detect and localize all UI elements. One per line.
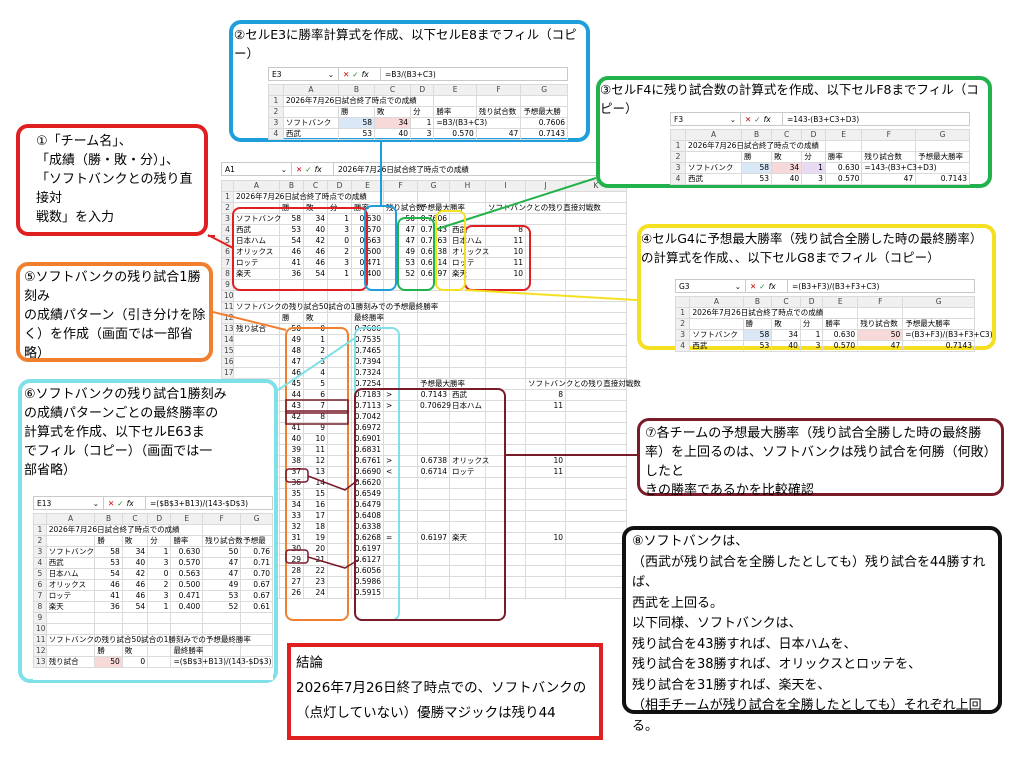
name-box[interactable]: A1⌄ <box>222 163 292 175</box>
note-8-line-5: 残り試合を43勝すれば、日本ハムを、 <box>632 636 857 652</box>
cell[interactable]: 53 <box>742 340 773 352</box>
row-header[interactable]: 3 <box>674 329 691 341</box>
note-1-line-3: 「ソフトバンクとの残り直接対 <box>36 172 193 206</box>
row-header[interactable]: 4 <box>669 173 687 185</box>
formula-input[interactable]: 2026年7月26日試合終了時点での成績 <box>338 164 469 174</box>
row-header[interactable]: 17 <box>221 367 234 379</box>
cell[interactable]: 40 <box>771 173 803 185</box>
note-8-line-2: （西武が残り試合を全勝したとしても）残り試合を44勝すれば、 <box>632 554 986 591</box>
row-header[interactable]: 16 <box>221 356 234 368</box>
note-4-line-2: の計算式を作成、、以下セルG8までフィル（コピー） <box>641 250 940 265</box>
confirm-icon: ✓ <box>305 164 312 174</box>
cell[interactable] <box>147 656 172 668</box>
cell[interactable]: 46 <box>94 579 123 591</box>
cell[interactable]: 47 <box>857 340 904 352</box>
cell[interactable]: 3 <box>410 128 435 140</box>
note-7-text: ⑦各チームの予想最大勝率（残り試合全勝した時の最終勝率）を上回るのは、ソフトバン… <box>645 424 999 500</box>
note-8-line-8: （相手チームが残り試合を全勝したとしても）それぞれ上回る。 <box>632 698 982 734</box>
cell[interactable]: 50 <box>94 656 123 668</box>
note-1-line-4: 戦数」を入力 <box>36 210 115 225</box>
note-6-text: ⑥ソフトバンクの残り試合1勝刻みの成績パターンごとの最終勝率の計算式を作成、以下… <box>24 385 274 480</box>
cell[interactable]: 0 <box>121 656 149 668</box>
cell[interactable]: 西武 <box>685 173 742 185</box>
cell[interactable] <box>202 656 242 668</box>
note-8-line-6: 残り試合を38勝すれば、オリックスとロッテを、 <box>632 657 922 672</box>
note-7-frame <box>637 418 1004 496</box>
row-header[interactable]: 3 <box>33 546 47 558</box>
note-5-line-3: く）を作成（画面では一部省 <box>24 327 194 342</box>
row-header[interactable]: 15 <box>221 345 234 357</box>
cell[interactable]: 0 <box>147 568 172 580</box>
note-8-line-3: 西武を上回る。 <box>632 595 724 611</box>
cell[interactable]: 34 <box>121 546 149 558</box>
note-6-line-5: 部省略） <box>24 463 77 478</box>
note-3-text: ③セルF4に残り試合数の計算式を作成、以下セルF8までフィル（コピー） <box>600 82 979 116</box>
conclusion-text: 結論 2026年7月26日終了時点での、ソフトバンクの （点灯していない）優勝マジッ… <box>296 651 600 726</box>
note-1-line-2: 「成績（勝・敗・分）」、 <box>36 153 180 168</box>
note-7-line-1: ⑦各チームの予想最大勝率（残り試合全勝した時の最終勝 <box>645 426 982 441</box>
note-6-line-2: の成績パターンごとの最終勝率の <box>24 406 219 421</box>
conclusion-line-1: 結論 <box>296 655 323 671</box>
cell[interactable]: 0.7143 <box>902 340 975 352</box>
row-header[interactable]: 6 <box>33 579 47 591</box>
note-8-line-1: ⑧ソフトバンクは、 <box>632 534 749 549</box>
fx-icon: fx <box>314 164 322 174</box>
row-header[interactable]: 2 <box>674 318 691 330</box>
cell[interactable]: 46 <box>121 590 149 602</box>
cell[interactable]: 0.7143 <box>520 128 568 140</box>
cell[interactable]: 0.570 <box>433 128 477 140</box>
note-1-text: ①「チーム名」、「成績（勝・敗・分）」、「ソフトバンクとの残り直接対戦数」を入力 <box>36 132 204 227</box>
row-header[interactable]: 11 <box>221 301 234 313</box>
cell[interactable]: 西武 <box>282 128 339 140</box>
cell[interactable]: 40 <box>771 340 801 352</box>
corner[interactable] <box>674 296 691 308</box>
note-4-text: ④セルG4に予想最大勝率（残り試合全勝した時の最終勝率） の計算式を作成、、以下セ… <box>641 229 993 267</box>
cell[interactable]: 残り試合 <box>45 656 96 668</box>
note-5-line-1: ⑤ソフトバンクの残り試合1勝刻み <box>24 270 201 304</box>
cell[interactable] <box>240 656 273 668</box>
note-1-line-1: ①「チーム名」、 <box>36 134 132 149</box>
col-header[interactable]: D <box>147 513 172 525</box>
conclusion-frame <box>287 643 603 740</box>
cell[interactable]: 0.7143 <box>915 173 970 185</box>
cell[interactable]: 西武 <box>689 340 744 352</box>
cell[interactable]: 0.5915 <box>351 587 384 599</box>
conclusion-line-3: （点灯していない）優勝マジックは残り44 <box>296 705 556 721</box>
note-5-line-4: 略） <box>24 346 51 361</box>
note-4-line-1: ④セルG4に予想最大勝率（残り試合全勝した時の最終勝率） <box>641 231 983 246</box>
note-8-line-7: 残り試合を31勝すれば、楽天を、 <box>632 677 831 693</box>
cancel-icon: ✕ <box>296 164 303 174</box>
row-header[interactable]: 14 <box>221 334 234 346</box>
note-6-line-4: でフィル（コピー）（画面では一 <box>24 444 213 459</box>
note-8-frame <box>622 526 1002 714</box>
note-5-line-2: の成績パターン（引き分けを除 <box>24 308 206 323</box>
note-8-text: ⑧ソフトバンクは、 （西武が残り試合を全勝したとしても）残り試合を44勝すれば、西… <box>632 532 1000 737</box>
cell[interactable]: 40 <box>374 128 412 140</box>
note-5-frame <box>16 262 213 362</box>
note-6-line-1: ⑥ソフトバンクの残り試合1勝刻み <box>24 387 227 402</box>
note-1-frame <box>16 124 208 236</box>
row-header[interactable]: 4 <box>674 340 691 352</box>
note-8-line-4: 以下同様、ソフトバンクは、 <box>632 616 802 631</box>
formula-icons: ✕✓fx <box>292 163 334 175</box>
conclusion-line-2: 2026年7月26日終了時点での、ソフトバンクの <box>296 680 587 696</box>
note-6-line-3: 計算式を作成、以下セルE63ま <box>24 425 205 440</box>
note-2-text: ②セルE3に勝率計算式を作成、以下セルE8までフィル（コピー） <box>234 27 577 61</box>
col-header[interactable]: G <box>520 84 568 96</box>
row-header[interactable]: 2 <box>669 151 687 163</box>
col-header[interactable]: C <box>121 513 149 525</box>
note-7-line-2: 率）を上回るのは、ソフトバンクは残り試合を何勝（何敗）したと <box>645 445 997 479</box>
note-5-text: ⑤ソフトバンクの残り試合1勝刻みの成績パターン（引き分けを除く）を作成（画面では… <box>24 268 210 363</box>
note-7-line-3: きの勝率であるかを比較確認 <box>645 483 814 498</box>
